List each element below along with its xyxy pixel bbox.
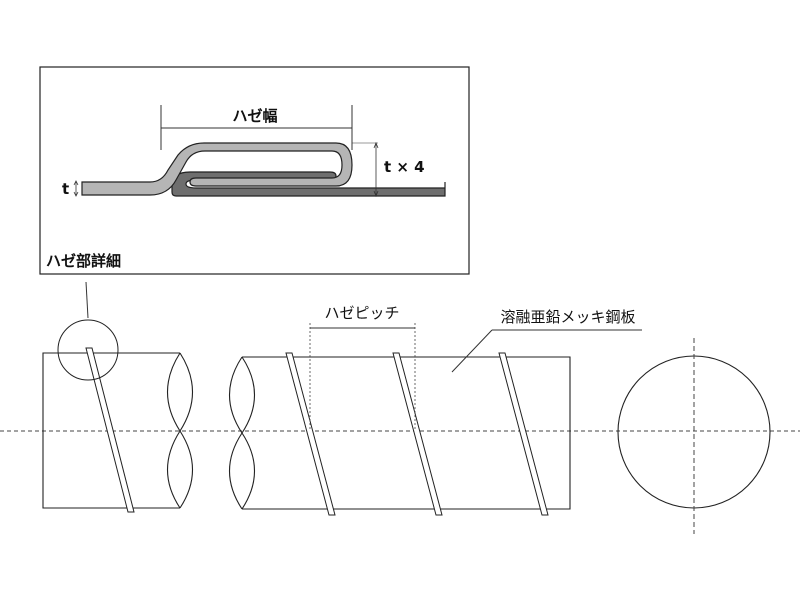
detail-callout-circle <box>57 319 119 381</box>
seam-height-dimension: t × 4 <box>352 141 425 198</box>
seam-stripe <box>392 352 443 516</box>
thickness-label: t <box>62 180 69 198</box>
right-duct-segment <box>228 352 571 516</box>
seam-stripe <box>498 352 549 516</box>
seam-stripe <box>85 347 135 513</box>
seam-width-dimension: ハゼ幅 <box>160 105 353 150</box>
detail-frame <box>39 66 470 275</box>
seam-profile <box>81 142 446 197</box>
detail-title: ハゼ部詳細 <box>46 252 121 270</box>
detail-leader-line <box>85 281 89 319</box>
seam-pitch-label: ハゼピッチ <box>324 304 399 322</box>
seam-detail-panel: ハゼ幅 t t × 4 ハゼ部詳細 <box>39 66 470 275</box>
thickness-dimension: t <box>62 180 79 198</box>
seam-stripe <box>285 352 336 516</box>
material-callout: 溶融亜鉛メッキ鋼板 <box>451 308 642 373</box>
left-duct-segment <box>42 319 194 513</box>
duct-end-view <box>617 338 771 534</box>
seam-height-label: t × 4 <box>384 158 425 176</box>
seam-width-label: ハゼ幅 <box>232 107 277 125</box>
upper-sheet <box>81 142 353 196</box>
material-label: 溶融亜鉛メッキ鋼板 <box>500 308 635 326</box>
seam-pitch-dimension: ハゼピッチ <box>309 304 416 430</box>
